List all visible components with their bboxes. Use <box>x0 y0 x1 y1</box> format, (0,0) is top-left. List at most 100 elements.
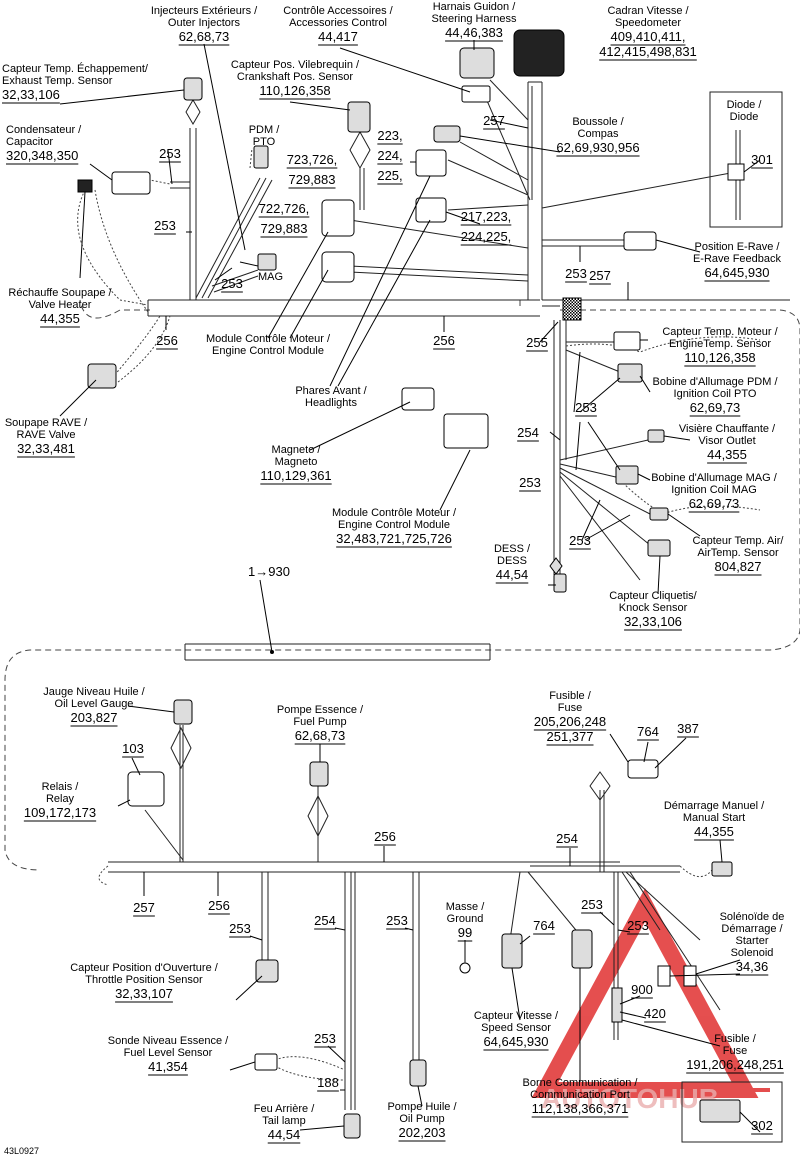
callout-label: Capacitor <box>6 136 53 148</box>
callout-label: Oil Level Gauge <box>55 698 134 710</box>
leader-arrows <box>59 40 761 1133</box>
callout-label: Communication Port <box>530 1089 630 1101</box>
callout-label: Pompe Essence / <box>277 704 364 716</box>
wire-ref-number: 253 <box>581 897 603 912</box>
callout-part-numbers: 41,354 <box>148 1059 188 1074</box>
connector-accessories-icon <box>461 85 491 103</box>
wire-ref-number: 253 <box>229 921 251 936</box>
connector-ecm-a-icon <box>321 199 355 237</box>
callout-label: Oil Pump <box>399 1113 444 1125</box>
callout-label: Boussole / <box>572 116 624 128</box>
callout-label: Capteur Temp. Moteur / <box>662 326 778 338</box>
callout-label: Bobine d'Allumage PDM / <box>653 376 779 388</box>
wire-ref-number: 254 <box>517 425 539 440</box>
callout-label: Diode <box>730 111 759 123</box>
callout-label: RAVE Valve <box>17 429 76 441</box>
callout-label: Ground <box>447 913 484 925</box>
dashed-wires-top <box>77 147 253 383</box>
callout-harn: Harnais Guidon /Steering Harness44,46,38… <box>432 1 517 42</box>
connector-comm-port-icon <box>571 929 593 969</box>
callout-label: Visière Chauffante / <box>679 423 776 435</box>
callout-label: Capteur Pos. Vilebrequin / <box>231 59 360 71</box>
wire-ref-number: 256 <box>156 333 178 348</box>
wire-ref-number: 253 <box>386 913 408 928</box>
wire-ref-number: 253 <box>159 146 181 161</box>
wire-ref-number: 253 <box>314 1031 336 1046</box>
callout-label: Fuse <box>558 702 582 714</box>
callout-part-numbers: 44,355 <box>40 311 80 326</box>
callout-part-numbers: 804,827 <box>715 559 762 574</box>
connector-fuse2-icon <box>611 987 623 1023</box>
wire-ref-number: 254 <box>556 831 578 846</box>
callout-label: Speedometer <box>615 17 681 29</box>
connector-mag-icon <box>257 253 277 271</box>
callout-label: Valve Heater <box>29 299 92 311</box>
callout-part-numbers: 44,417 <box>318 29 358 44</box>
callout-label: Fusible / <box>714 1033 757 1045</box>
callout-inj: Injecteurs Extérieurs /Outer Injectors62… <box>151 5 258 46</box>
connector-223-icon <box>415 149 447 177</box>
callout-label: Pompe Huile / <box>387 1101 457 1113</box>
connector-oil-gauge-icon <box>173 699 193 725</box>
harness-top <box>147 79 790 317</box>
wire-ref-number: 253 <box>221 276 243 291</box>
callout-part-numbers: 44,355 <box>707 447 747 462</box>
callout-label: Steering Harness <box>432 13 517 25</box>
wire-ref-number: 225, <box>377 168 402 183</box>
callout-part-numbers: 32,483,721,725,726 <box>336 531 452 546</box>
connector-compass-icon <box>433 125 461 143</box>
callout-label: Accessories Control <box>289 17 387 29</box>
callout-label: Phares Avant / <box>295 385 367 397</box>
callout-label: Bobine d'Allumage MAG / <box>651 472 778 484</box>
wire-ref-number: 257 <box>589 268 611 283</box>
callout-label: Borne Communication / <box>523 1077 639 1089</box>
callout-label: Visor Outlet <box>698 435 755 447</box>
callout-label: Throttle Position Sensor <box>85 974 203 986</box>
callout-label: Fusible / <box>549 690 592 702</box>
callout-crank: Capteur Pos. Vilebrequin /Crankshaft Pos… <box>231 59 360 100</box>
callout-label: Capteur Temp. Air/ <box>693 535 785 547</box>
connector-visor-icon <box>647 429 665 443</box>
connector-magneto-icon <box>401 387 435 411</box>
callout-label: AirTemp. Sensor <box>697 547 779 559</box>
callout-label: Crankshaft Pos. Sensor <box>237 71 354 83</box>
wire-ref-number: 257 <box>483 113 505 128</box>
wire-ref-number: 764 <box>533 918 555 933</box>
connector-dess-icon <box>553 573 567 593</box>
callout-label: Magneto / <box>272 444 322 456</box>
callout-label: Speed Sensor <box>481 1022 551 1034</box>
connector-ecm-b-icon <box>321 251 355 283</box>
wire-ref-number: 900 <box>631 982 653 997</box>
wire-ref-number: 224,225, <box>461 229 512 244</box>
callout-label: Cadran Vitesse / <box>607 5 689 17</box>
callout-part-numbers: 62,69,930,956 <box>556 140 639 155</box>
callout-acc: Contrôle Accessoires /Accessories Contro… <box>283 5 394 46</box>
wire-ref-number: 729,883 <box>289 172 336 187</box>
wire-ref-number: 302 <box>751 1118 773 1133</box>
fuse-holder-icon <box>627 759 659 779</box>
callout-part-numbers: 62,68,73 <box>295 728 346 743</box>
wire-ref-number: 253 <box>575 400 597 415</box>
connector-speedometer-icon <box>513 29 565 77</box>
callout-part-numbers: 32,33,106 <box>624 614 682 629</box>
callout-label: Ignition Coil MAG <box>671 484 757 496</box>
callout-label: Fuel Pump <box>293 716 346 728</box>
wire-ref-number: 722,726, <box>259 201 310 216</box>
wire-ref-number: 253 <box>519 475 541 490</box>
callout-label: Engine Control Module <box>212 345 324 357</box>
connector-erave-icon <box>623 231 657 251</box>
wire-ref-number: 188 <box>317 1075 339 1090</box>
callout-part-numbers: 32,33,107 <box>115 986 173 1001</box>
callout-exh: Capteur Temp. Échappement/Exhaust Temp. … <box>2 62 149 104</box>
callout-label: Feu Arrière / <box>254 1103 315 1115</box>
callout-part-numbers: 110,126,358 <box>259 83 330 98</box>
